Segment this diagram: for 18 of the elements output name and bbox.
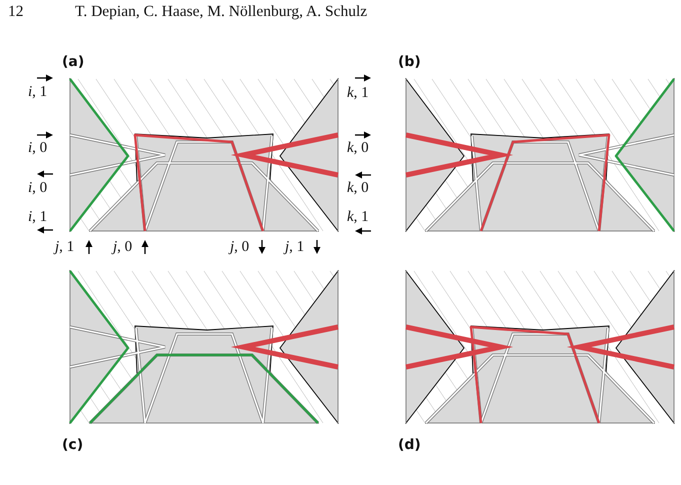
port-label: j, 0 [230,239,250,255]
port-label: j, 0 [113,239,132,255]
panel-label: (b) [398,54,421,70]
port-label: i, 1 [28,209,48,225]
port-label: j, 1 [285,239,304,255]
port-label: i, 0 [28,180,48,196]
port-label: k, 0 [347,180,369,196]
page-number: 12 [8,4,24,20]
port-label: k, 1 [347,85,369,101]
port-label: k, 1 [347,209,369,225]
panel-label: (a) [62,54,84,70]
panel-label: (d) [398,437,421,453]
author-line: T. Depian, C. Haase, M. Nöllenburg, A. Schulz [75,4,368,20]
port-label: i, 1 [28,84,48,100]
port-label: i, 0 [28,140,48,156]
port-label: k, 0 [347,140,369,156]
port-label: j, 1 [55,239,74,255]
panel-label: (c) [62,437,84,453]
